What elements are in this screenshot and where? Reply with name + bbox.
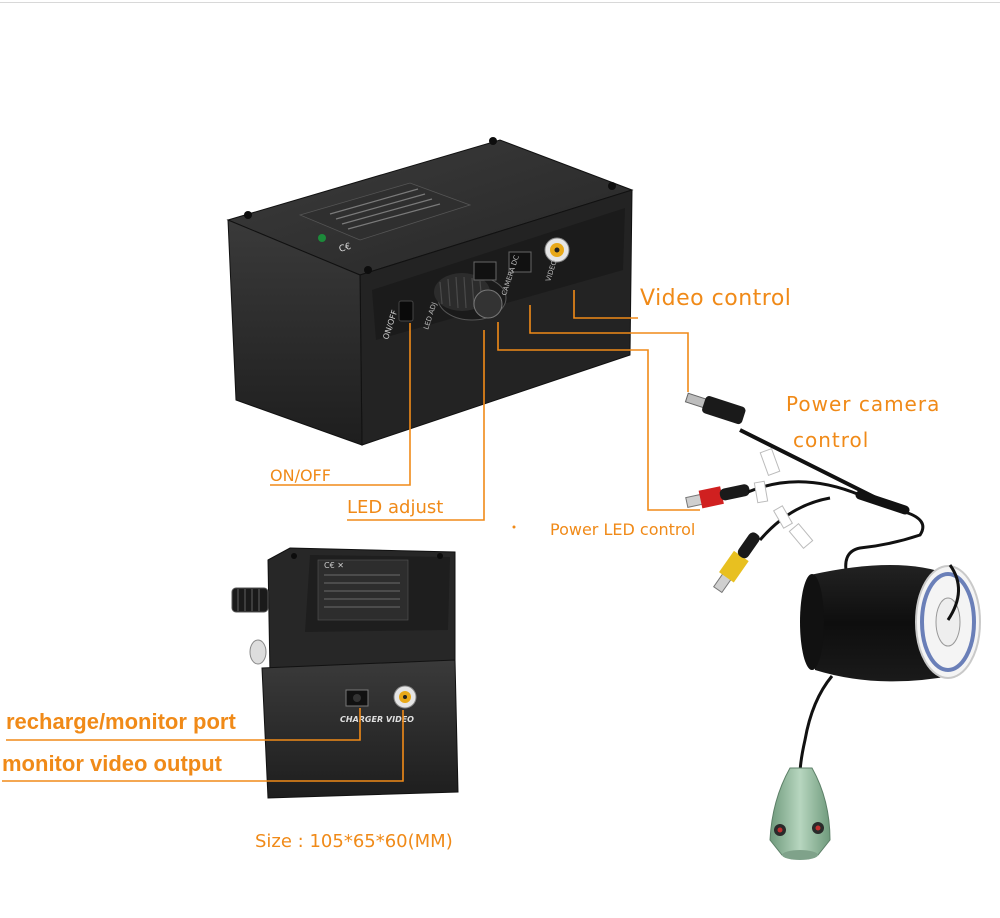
label-recharge-monitor-port: recharge/monitor port — [6, 709, 236, 734]
label-power-led-control: Power LED control — [550, 520, 696, 539]
label-size: Size : 105*65*60(MM) — [255, 831, 453, 852]
marking-charger-video: CHARGER VIDEO — [340, 715, 414, 724]
camera-cable-assembly — [684, 392, 981, 860]
svg-text:C€: C€ — [338, 242, 353, 255]
label-monitor-video-output: monitor video output — [2, 751, 222, 776]
battery-box: C€ ✕ CHARGER VIDEO — [231, 547, 459, 799]
label-led-adjust: LED adjust — [347, 497, 444, 518]
label-on-off: ON/OFF — [270, 466, 331, 485]
label-power-camera-line1: Power camera — [786, 392, 941, 416]
label-video-control: Video control — [640, 286, 792, 311]
top-divider — [0, 2, 1000, 3]
leader-lines — [2, 290, 700, 782]
control-box: C€ ON/OFF LED ADJ CAMERA DC VIDEO — [226, 137, 634, 446]
label-power-camera-line2: control — [793, 428, 870, 452]
svg-text:C€ ✕: C€ ✕ — [324, 561, 344, 570]
